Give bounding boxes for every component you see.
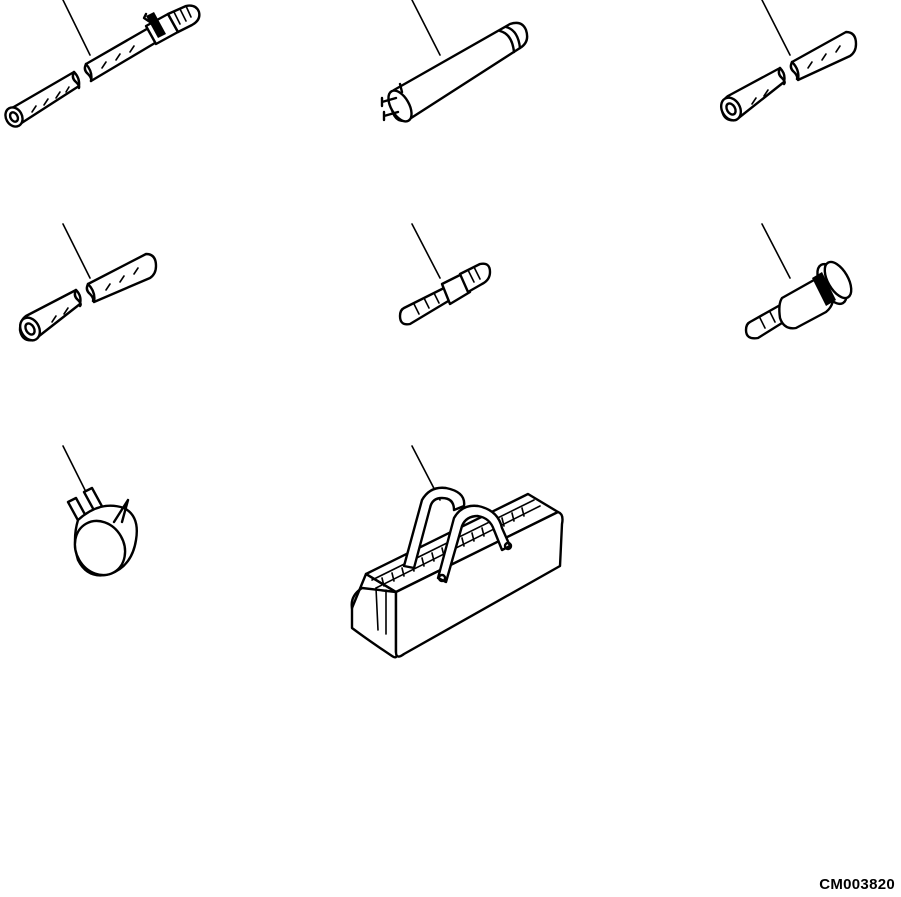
hose-end <box>719 96 743 122</box>
hose-clamp-part <box>62 445 138 577</box>
bag-front <box>350 586 398 659</box>
hose-left-part <box>18 223 158 342</box>
handle-rivet <box>503 541 513 551</box>
hose-texture <box>101 45 135 69</box>
coupler-ridges <box>759 311 776 329</box>
drawing-code-label: CM003820 <box>819 876 895 893</box>
leader-line <box>62 0 91 56</box>
break-mark <box>789 60 799 81</box>
hose-bore <box>24 322 36 336</box>
break-mark <box>777 66 786 86</box>
hose-texture <box>51 307 69 323</box>
leader-line <box>761 0 791 56</box>
clamp-face <box>73 519 127 577</box>
handle-rivet <box>437 573 447 583</box>
break-mark <box>85 282 95 303</box>
hose-bore <box>725 102 737 116</box>
coupler-tip <box>166 4 201 34</box>
coupler-collar <box>146 12 166 38</box>
quick-coupler-part <box>744 223 853 340</box>
bag-panel <box>375 587 387 635</box>
break-mark <box>73 288 82 308</box>
bag-side <box>394 510 564 658</box>
hose-right-part <box>719 0 858 122</box>
bag-handle <box>402 486 466 570</box>
hose-end <box>18 316 42 342</box>
connector-pin <box>380 96 398 108</box>
clamp-lever <box>112 498 130 524</box>
bag-handle <box>436 504 512 584</box>
leader-line <box>411 223 441 279</box>
cylinder-adapter-part <box>380 0 529 123</box>
hose-with-coupler-part <box>4 0 201 128</box>
nipple-barb <box>398 286 452 326</box>
hose-texture <box>31 86 70 113</box>
hose-texture <box>751 89 769 105</box>
coupler-groove <box>812 272 836 306</box>
break-mark <box>71 70 81 90</box>
leader-line <box>62 223 91 279</box>
connector-pin <box>382 110 400 122</box>
tool-bag-part <box>350 445 564 659</box>
coupler-lever <box>142 12 152 24</box>
cylinder-collar <box>498 29 516 54</box>
hose-end <box>4 106 24 128</box>
hose-texture <box>807 45 841 69</box>
hose-bore <box>8 111 20 123</box>
nipple-part <box>398 223 492 326</box>
coupler-sleeve <box>823 260 853 300</box>
hose-body <box>84 24 162 83</box>
hose-texture <box>105 267 139 291</box>
connector-pin <box>398 82 404 94</box>
nipple-thread-lines <box>467 266 481 283</box>
cylinder-collar <box>504 25 522 50</box>
leader-line <box>761 223 791 279</box>
coupler-ridges <box>173 5 192 25</box>
nipple-ridges <box>413 292 440 315</box>
leader-line <box>411 0 441 56</box>
bag-end-left <box>350 572 398 610</box>
